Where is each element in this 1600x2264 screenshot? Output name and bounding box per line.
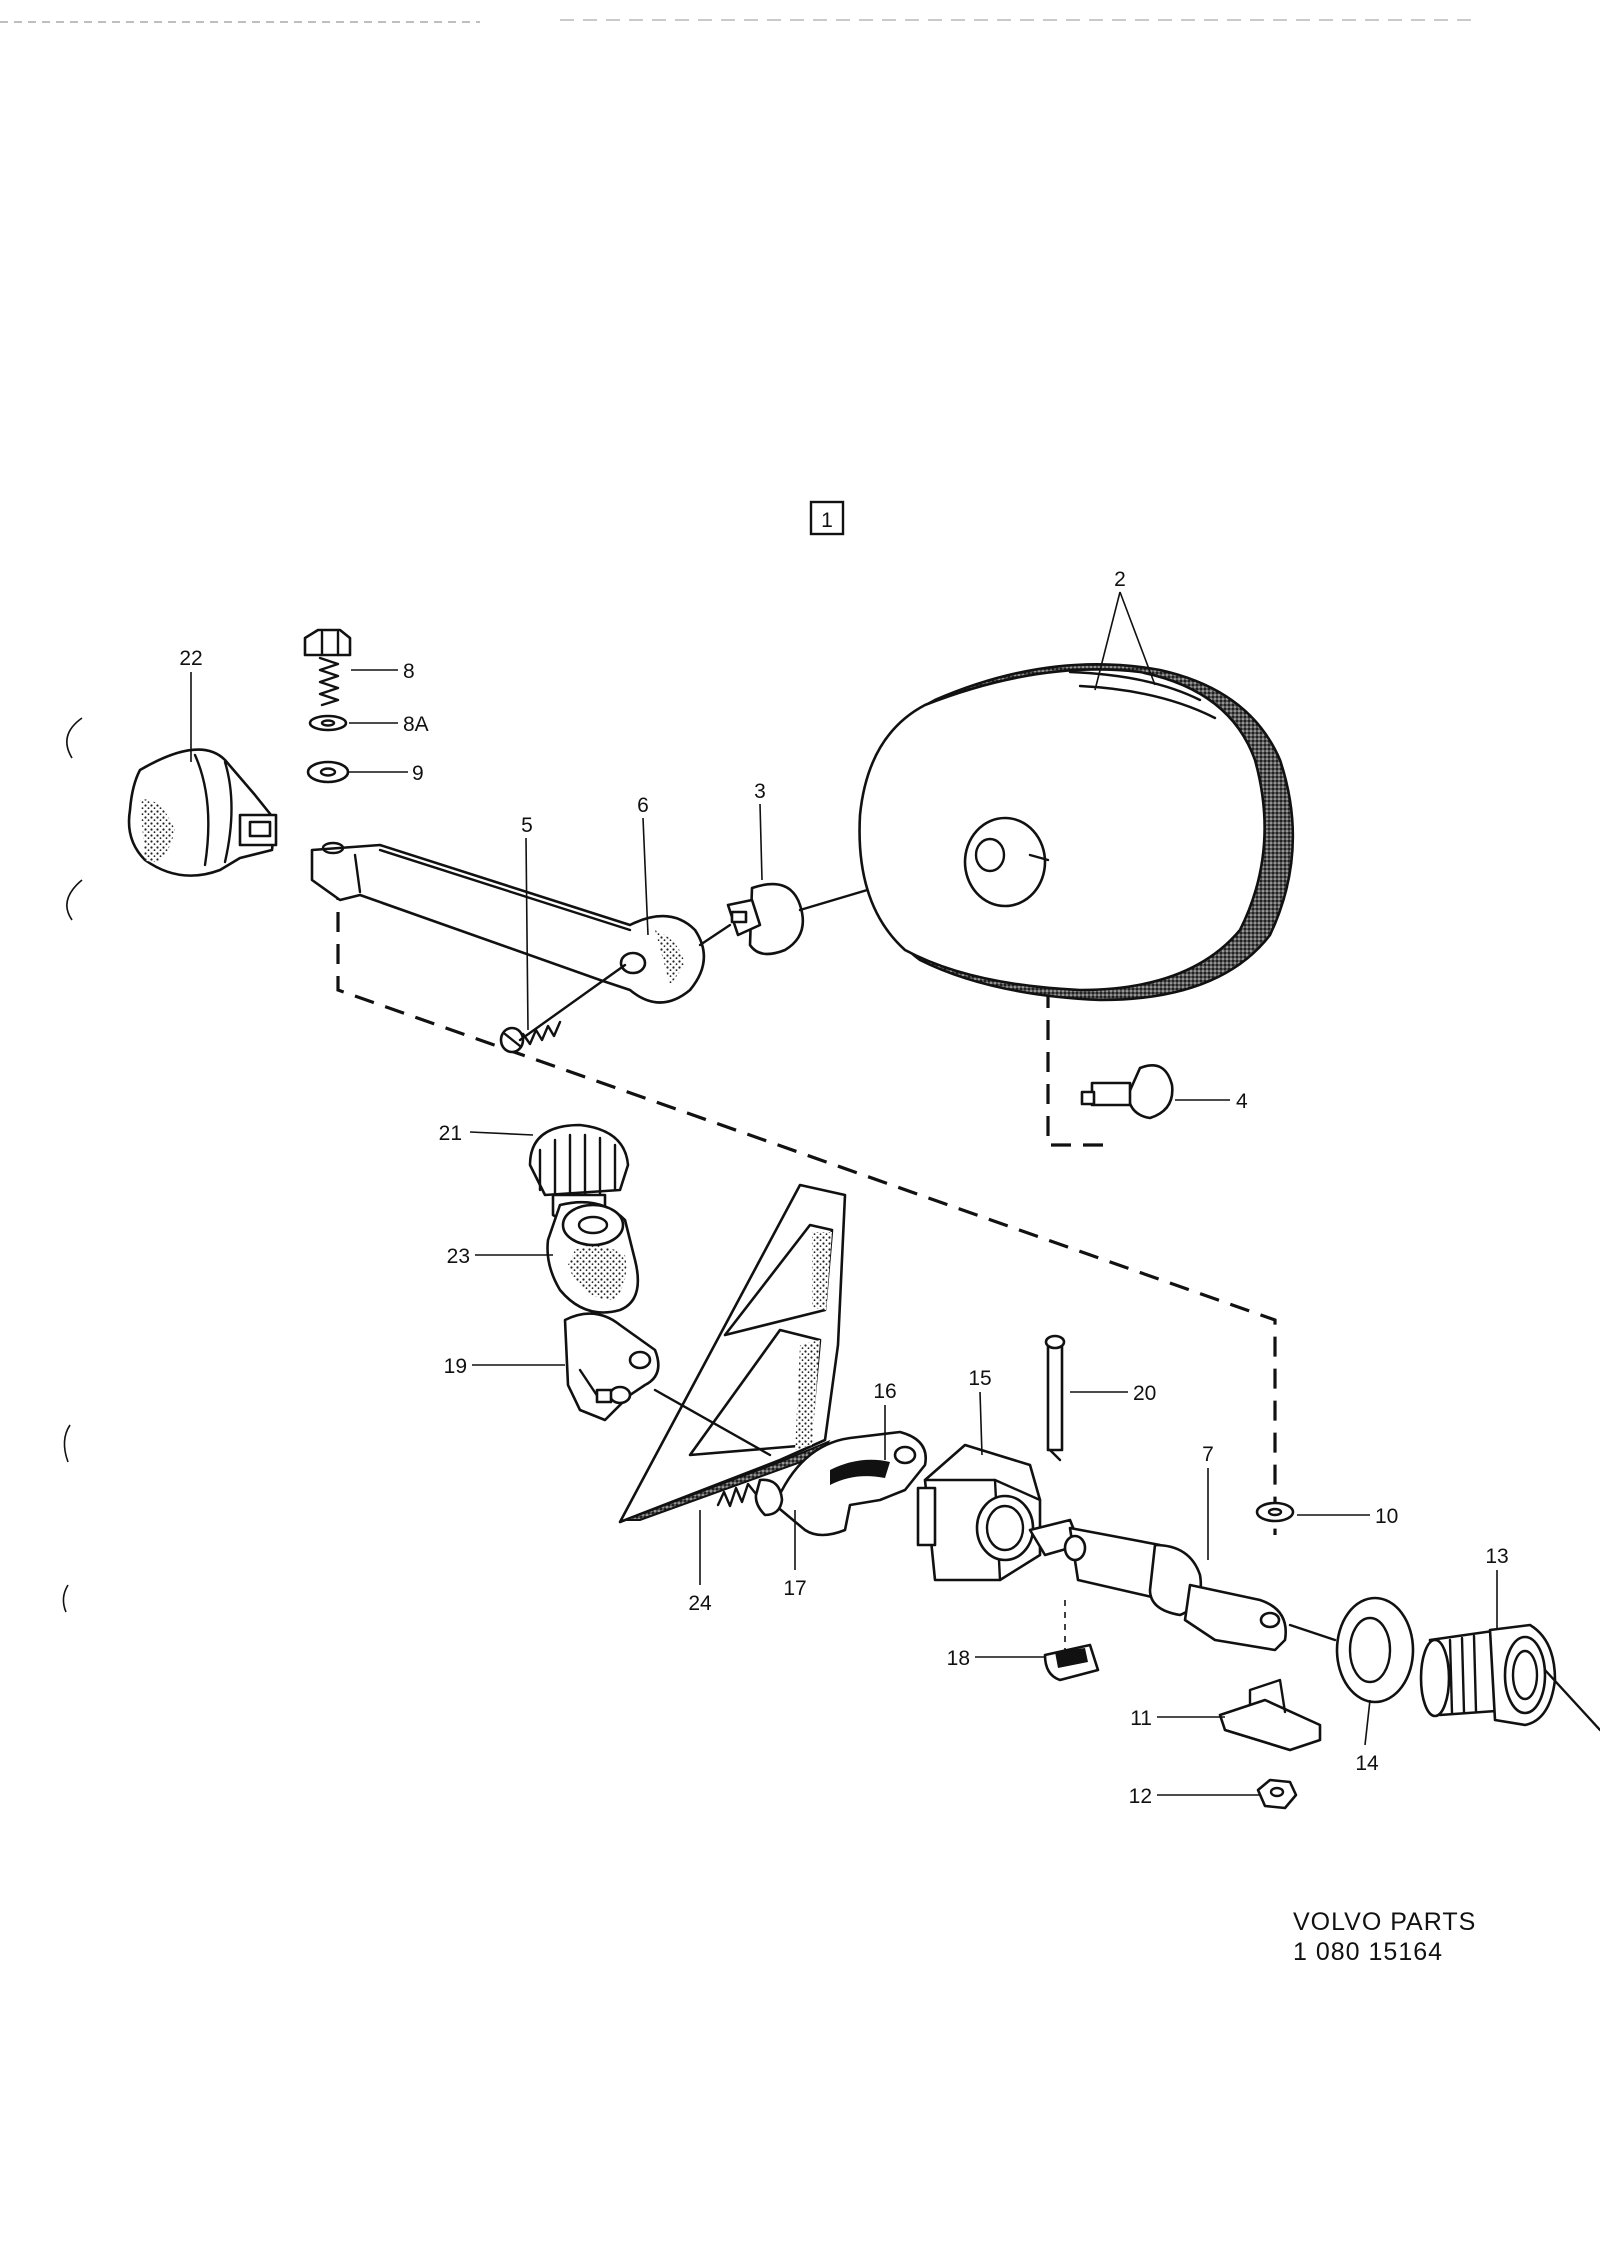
callout-5: 5 <box>521 814 533 837</box>
mounting-block-part <box>916 1443 1042 1582</box>
footer-number: 1 080 15164 <box>1293 1938 1443 1966</box>
mirror-screw-part <box>1080 1064 1174 1120</box>
end-cap-part <box>127 748 278 877</box>
bolt-part <box>303 628 352 707</box>
screw-part <box>499 963 627 1054</box>
callout-18: 18 <box>947 1647 970 1670</box>
mirror-arm-part <box>310 841 706 1004</box>
hex-nut-part <box>1256 1778 1298 1810</box>
callout-15: 15 <box>968 1367 991 1390</box>
leader-lines <box>190 591 1498 1796</box>
callout-7: 7 <box>1202 1443 1214 1466</box>
view-number-label: 1 <box>821 509 833 532</box>
callout-11: 11 <box>1130 1707 1152 1730</box>
pin-part <box>1044 1334 1066 1462</box>
callout-10: 10 <box>1375 1505 1398 1528</box>
callout-22: 22 <box>179 647 202 670</box>
mirror-head-part <box>858 663 1295 1002</box>
callout-8: 8 <box>403 660 415 683</box>
footer-brand: VOLVO PARTS <box>1293 1908 1476 1936</box>
callout-2: 2 <box>1114 568 1126 591</box>
footer-part-number: VOLVO PARTS 1 080 15164 <box>1293 1908 1476 1966</box>
callout-6: 6 <box>637 794 649 817</box>
callout-4: 4 <box>1236 1090 1248 1113</box>
pivot-shaft-part <box>1028 1518 1288 1652</box>
retainer-clip-part <box>1043 1600 1100 1682</box>
callout-14: 14 <box>1355 1752 1379 1775</box>
callout-20: 20 <box>1133 1382 1156 1405</box>
callout-8a: 8A <box>403 713 429 736</box>
callout-19: 19 <box>444 1355 467 1378</box>
callout-labels: 22 8 8A 9 6 5 3 2 4 21 23 19 24 17 16 15… <box>179 568 1508 1808</box>
callout-12: 12 <box>1129 1785 1152 1808</box>
scan-marks <box>0 19 1480 1613</box>
washer-10-part <box>1255 1501 1295 1523</box>
plate-clip-part <box>1218 1678 1322 1752</box>
clamp-part <box>563 1312 660 1422</box>
assembly-lines <box>336 860 1277 1535</box>
callout-23: 23 <box>447 1245 470 1268</box>
bracket-part <box>618 1183 847 1524</box>
threaded-bushing-part <box>1419 1623 1600 1732</box>
view-number-box: 1 <box>809 500 845 536</box>
socket-cup-part <box>546 1200 640 1314</box>
lock-washer-part <box>308 714 348 732</box>
callout-21: 21 <box>439 1122 462 1145</box>
callout-24: 24 <box>688 1592 712 1615</box>
callout-16: 16 <box>873 1380 896 1403</box>
callout-17: 17 <box>783 1577 806 1600</box>
cam-clip-part <box>653 1388 927 1537</box>
flat-washer-part <box>306 760 350 784</box>
small-screw-part <box>716 1478 784 1517</box>
callout-13: 13 <box>1485 1545 1508 1568</box>
sealing-ring-part <box>1288 1596 1415 1704</box>
callout-9: 9 <box>412 762 424 785</box>
callout-3: 3 <box>754 780 766 803</box>
